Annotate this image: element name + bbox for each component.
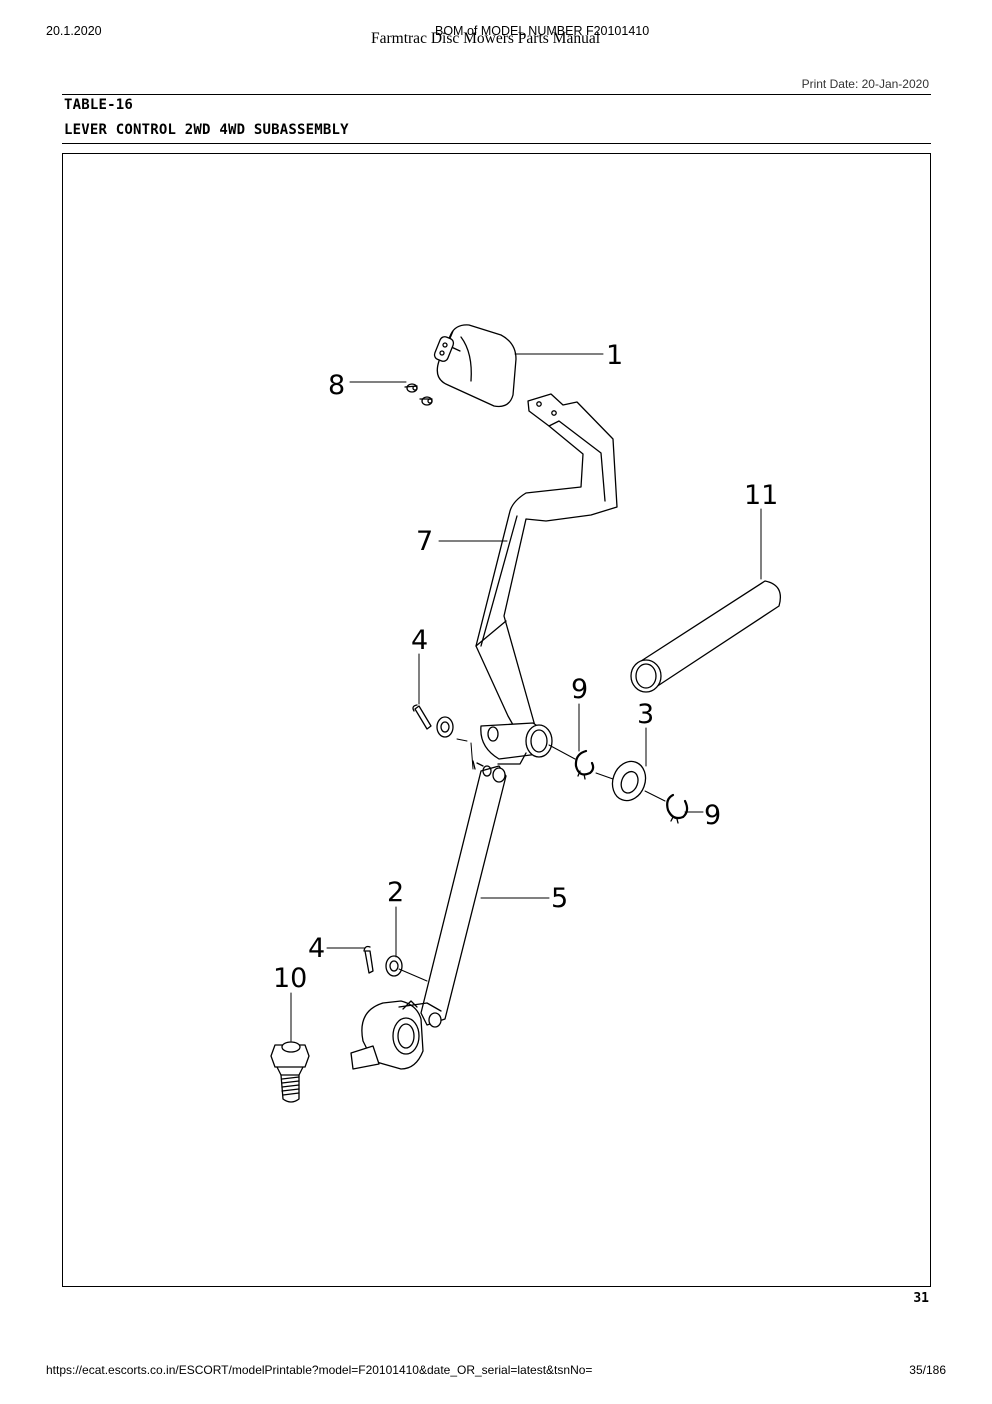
title-rule: [62, 143, 931, 144]
header-bom-title: BOM of MODEL NUMBER F20101410: [435, 24, 650, 38]
part-pin-upper: [412, 704, 432, 730]
part-washer-upper: [436, 716, 454, 738]
part-circlip-b: [666, 793, 689, 824]
part-knob: [433, 324, 517, 408]
part-tube: [630, 580, 782, 693]
callout-1: 1: [606, 340, 623, 371]
table-name: LEVER CONTROL 2WD 4WD SUBASSEMBLY: [64, 122, 349, 138]
callout-11: 11: [744, 480, 778, 511]
part-washer-lower: [385, 955, 403, 977]
exploded-parts-diagram: 1 8 11 7 4 9 3 9 2 5 4 10: [270, 324, 782, 1103]
callout-4-lower: 4: [308, 933, 325, 964]
part-pin-lower: [363, 945, 374, 974]
part-stud-bolt: [270, 1041, 310, 1103]
table-number: TABLE-16: [64, 97, 134, 113]
leader-lines: [290, 353, 762, 1042]
part-large-washer: [611, 760, 647, 802]
callout-3: 3: [637, 699, 654, 730]
part-circlip-a: [574, 749, 595, 780]
callout-5: 5: [551, 883, 568, 914]
diagram-frame: 1 8 11 7 4 9 3 9 2 5 4 10: [62, 153, 931, 1287]
alignment-lines: [398, 738, 666, 982]
callout-10: 10: [273, 963, 307, 994]
page-number: 31: [913, 1291, 929, 1306]
callout-4-upper: 4: [411, 625, 428, 656]
callout-7: 7: [416, 526, 433, 557]
header-date: 20.1.2020: [46, 24, 102, 38]
callout-2: 2: [387, 877, 404, 908]
header-manual-title: Farmtrac Disc Mowers Parts Manual: [371, 30, 601, 47]
callout-9-upper: 9: [571, 674, 588, 705]
print-date: Print Date: 20-Jan-2020: [801, 77, 929, 91]
header-rule: [62, 94, 931, 95]
callout-9-lower: 9: [704, 800, 721, 831]
part-clevis-block: [350, 1000, 442, 1070]
part-main-lever: [475, 393, 618, 765]
part-link-rod: [420, 760, 507, 1026]
footer-url[interactable]: https://ecat.escorts.co.in/ESCORT/modelP…: [46, 1363, 593, 1377]
footer-page-count: 35/186: [909, 1363, 946, 1377]
part-screws: [404, 383, 433, 406]
callout-8: 8: [328, 370, 345, 401]
